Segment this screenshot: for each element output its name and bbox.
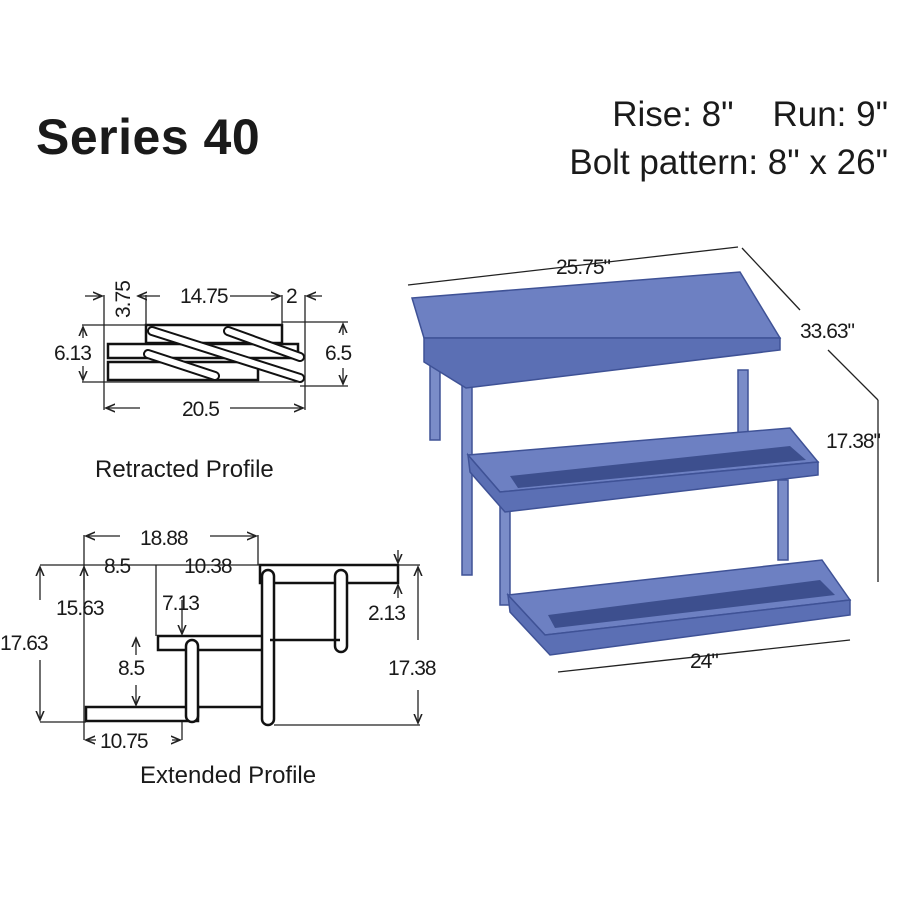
rise-spec: Rise: 8" bbox=[612, 95, 734, 134]
dim-bottom-width: 24" bbox=[690, 650, 718, 673]
dim-top-length: 14.75 bbox=[180, 285, 228, 308]
dim-top-thickness: 2.13 bbox=[368, 602, 405, 625]
dim-upper-height: 15.63 bbox=[56, 597, 104, 620]
extended-profile-caption: Extended Profile bbox=[140, 762, 317, 789]
top-platform-front bbox=[423, 337, 781, 389]
extended-mid-step bbox=[156, 634, 272, 652]
right-rail bbox=[777, 479, 789, 561]
dim-mid-drop: 7.13 bbox=[162, 592, 199, 615]
middle-tread bbox=[510, 446, 806, 488]
retracted-profile-drawing: 3.75 14.75 2 6.13 6.5 20.5 bbox=[54, 281, 353, 421]
extended-bottom-step bbox=[84, 705, 200, 723]
dim-overall-width: 18.88 bbox=[140, 527, 188, 550]
extended-profile-drawing: 18.88 8.5 10.38 15.63 17.63 7.13 8.5 2.1… bbox=[0, 527, 437, 753]
center-rail bbox=[499, 504, 511, 606]
retracted-profile-caption: Retracted Profile bbox=[95, 456, 274, 483]
bolt-pattern-spec: Bolt pattern: 8" x 26" bbox=[569, 143, 888, 182]
dim-overall: 20.5 bbox=[182, 398, 219, 421]
dim-offset: 3.75 bbox=[112, 281, 135, 318]
top-platform bbox=[411, 271, 782, 339]
dim-height: 17.38" bbox=[826, 430, 881, 453]
extended-main-link bbox=[260, 568, 276, 727]
dim-low-drop: 8.5 bbox=[118, 657, 145, 680]
run-spec: Run: 9" bbox=[772, 95, 888, 134]
dim-height-left: 6.13 bbox=[54, 342, 91, 365]
extended-top-step bbox=[258, 563, 400, 585]
dim-bottom-step: 10.75 bbox=[100, 730, 148, 753]
dim-height-right: 6.5 bbox=[325, 342, 352, 365]
dim-left-run: 8.5 bbox=[104, 555, 131, 578]
dim-total-height: 17.63 bbox=[0, 632, 48, 655]
dim-right-height: 17.38 bbox=[388, 657, 436, 680]
dim-depth: 33.63" bbox=[800, 320, 855, 343]
dim-right-gap: 2 bbox=[286, 285, 297, 308]
middle-step-front bbox=[466, 452, 819, 513]
page-title: Series 40 bbox=[36, 109, 261, 165]
bottom-tread bbox=[548, 580, 835, 628]
extended-upper-link bbox=[333, 568, 349, 654]
dim-top-width: 25.75" bbox=[556, 256, 611, 279]
rise-run-spec: Rise: 8" Run: 9" bbox=[612, 95, 888, 135]
extended-lower-link bbox=[184, 638, 200, 724]
bottom-step-front bbox=[506, 592, 851, 656]
dim-mid-run: 10.38 bbox=[184, 555, 232, 578]
step-3d-illustration: 25.75" 33.63" 17.38" 24" bbox=[407, 246, 882, 673]
